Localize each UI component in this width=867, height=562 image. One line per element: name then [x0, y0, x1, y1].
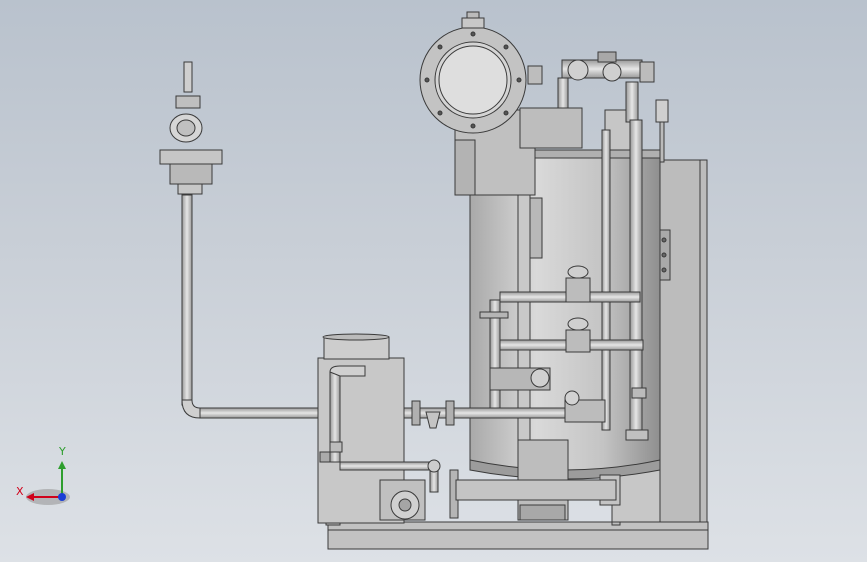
- manhole-flange[interactable]: [419, 11, 527, 134]
- pressure-gauge-right[interactable]: [655, 99, 669, 163]
- feed-water-piping[interactable]: [479, 265, 644, 411]
- coordinate-triad: X Y: [16, 445, 70, 505]
- steam-valve-cluster[interactable]: [527, 51, 655, 123]
- y-axis-arrowhead: [58, 461, 66, 469]
- feed-water-tank[interactable]: [317, 333, 405, 524]
- y-axis-label: Y: [58, 445, 66, 458]
- z-axis-origin: [58, 493, 66, 501]
- x-axis-label: X: [16, 485, 24, 498]
- level-column[interactable]: [601, 119, 649, 441]
- gas-pressure-regulator[interactable]: [159, 61, 223, 195]
- feed-pump[interactable]: [339, 459, 617, 521]
- x-axis-arrowhead: [26, 493, 34, 501]
